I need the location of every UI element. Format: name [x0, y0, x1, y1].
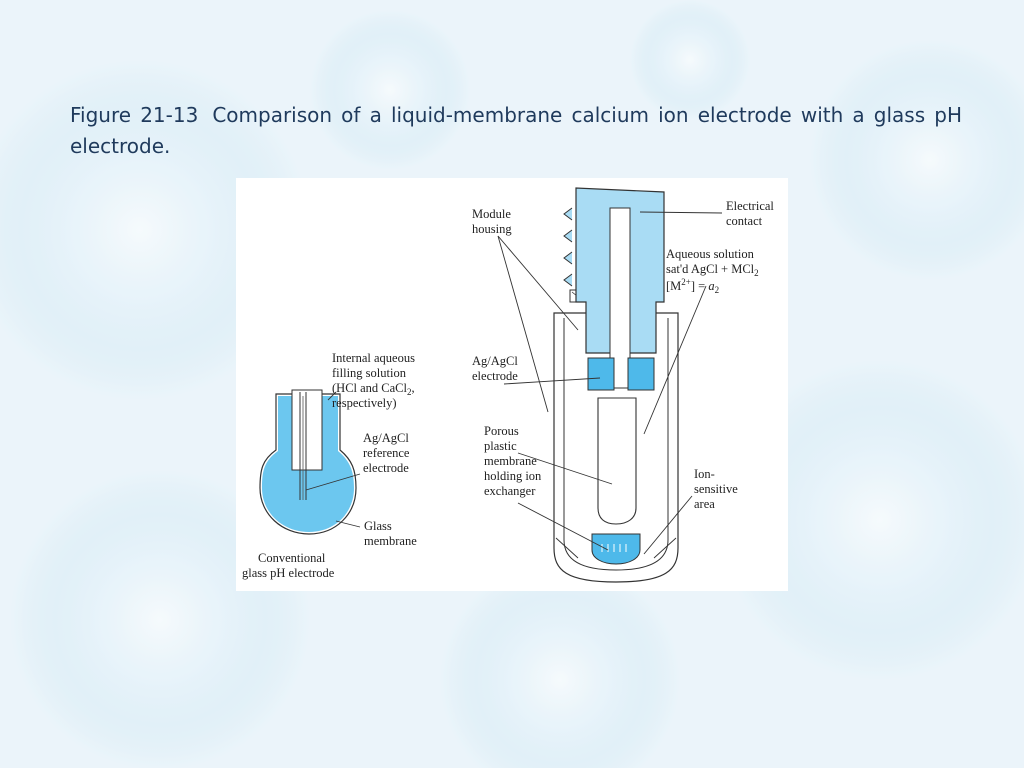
caption-text: Comparison of a liquid-membrane calcium …	[70, 103, 962, 158]
glass-electrode-labels: Internal aqueous filling solution (HCl a…	[242, 351, 418, 580]
electrical-contact-label: Electrical contact	[726, 199, 777, 228]
agcl-electrode-label: Ag/AgCl electrode	[472, 354, 521, 383]
glass-ph-electrode	[259, 389, 357, 535]
electrode-diagram: Internal aqueous filling solution (HCl a…	[236, 178, 788, 591]
aqueous-solution-label: Aqueous solution sat'd AgCl + MCl2 [M2+]…	[666, 247, 762, 295]
glass-electrode-leaders	[305, 391, 361, 528]
figure-number: Figure 21-13	[70, 103, 199, 127]
glass-electrode-title: Conventional glass pH electrode	[242, 551, 335, 580]
reference-electrode-label: Ag/AgCl reference electrode	[363, 431, 413, 475]
filling-solution-label: Internal aqueous filling solution (HCl a…	[332, 351, 418, 410]
calcium-ion-electrode	[553, 187, 679, 583]
porous-membrane-label: Porous plastic membrane holding ion exch…	[484, 424, 544, 498]
module-housing-label: Module housing	[472, 207, 514, 236]
ion-electrode-labels: Module housing Ag/AgCl electrode Porous …	[472, 199, 777, 511]
ion-electrode-leaders	[497, 211, 723, 555]
ion-sensitive-area-label: Ion- sensitive area	[694, 467, 741, 511]
glass-membrane-label: Glass membrane	[364, 519, 417, 548]
